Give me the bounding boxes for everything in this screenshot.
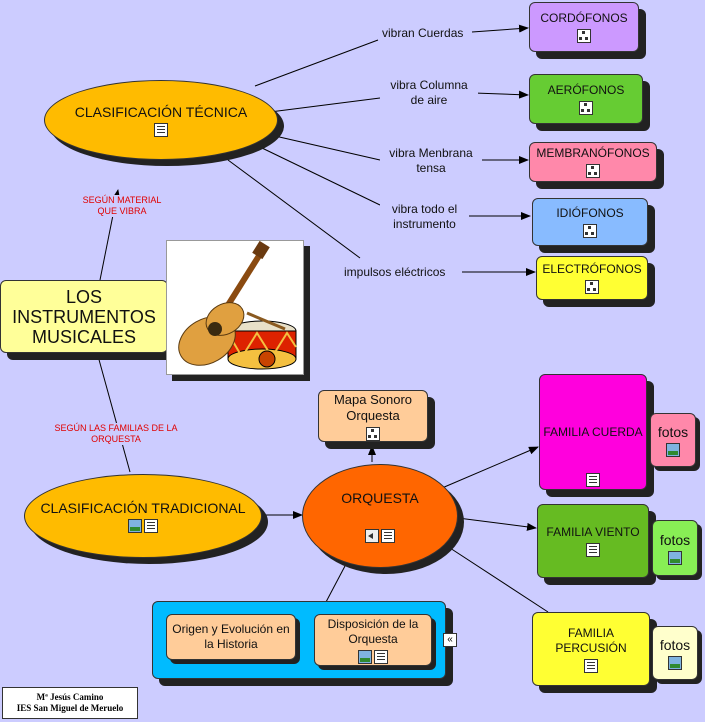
link-label-cuerdas: vibran Cuerdas bbox=[380, 26, 466, 41]
electrofonos-node[interactable]: ELECTRÓFONOS bbox=[536, 256, 648, 300]
familia-viento-label: FAMILIA VIENTO bbox=[546, 525, 640, 539]
familia-viento-node[interactable]: FAMILIA VIENTO bbox=[537, 504, 649, 578]
main-title-text: LOS INSTRUMENTOS MUSICALES bbox=[12, 286, 156, 347]
link-label-columna: vibra Columna de aire bbox=[380, 78, 478, 108]
concept-map-icon[interactable] bbox=[577, 29, 591, 43]
familia-cuerda-fotos-node[interactable]: fotos bbox=[650, 413, 696, 467]
sound-icon[interactable] bbox=[365, 528, 379, 543]
document-icon[interactable] bbox=[381, 528, 395, 543]
guitar-icon bbox=[178, 240, 270, 366]
document-icon[interactable] bbox=[586, 473, 600, 487]
membranofonos-node[interactable]: MEMBRANÓFONOS bbox=[529, 142, 657, 182]
concept-map-icon[interactable] bbox=[579, 101, 593, 115]
link-label-todo: vibra todo el instrumento bbox=[380, 202, 469, 232]
disposicion-node[interactable]: Disposición de la Orquesta bbox=[314, 614, 432, 666]
link-label-familias: SEGÚN LAS FAMILIAS DE LA ORQUESTA bbox=[44, 423, 188, 445]
clasificacion-tradicional-node[interactable]: CLASIFICACIÓN TRADICIONAL bbox=[24, 474, 262, 558]
cordofonos-node[interactable]: CORDÓFONOS bbox=[529, 2, 639, 52]
electrofonos-label: ELECTRÓFONOS bbox=[542, 262, 642, 276]
concept-map-icon[interactable] bbox=[583, 224, 597, 238]
image-icon[interactable] bbox=[668, 655, 682, 670]
main-title-node[interactable]: LOS INSTRUMENTOS MUSICALES bbox=[0, 280, 168, 353]
image-icon[interactable] bbox=[666, 442, 680, 457]
aerofonos-node[interactable]: AERÓFONOS bbox=[529, 74, 643, 124]
document-icon[interactable] bbox=[144, 518, 158, 533]
guitar-drum-image bbox=[178, 240, 297, 370]
link-label-membrana: vibra Menbrana tensa bbox=[380, 146, 482, 176]
credit-author: Mª Jesús Camino bbox=[36, 692, 104, 702]
concept-map-icon[interactable] bbox=[586, 164, 600, 178]
clasificacion-tecnica-label: CLASIFICACIÓN TÉCNICA bbox=[74, 103, 248, 120]
author-credit: Mª Jesús Camino IES San Miguel de Meruel… bbox=[2, 687, 138, 719]
membranofonos-label: MEMBRANÓFONOS bbox=[536, 146, 650, 160]
credit-school: IES San Miguel de Meruelo bbox=[16, 703, 124, 713]
image-icon[interactable] bbox=[128, 518, 142, 533]
image-icon[interactable] bbox=[358, 649, 372, 664]
orquesta-node[interactable]: ORQUESTA bbox=[302, 464, 458, 568]
idiofonos-label: IDIÓFONOS bbox=[556, 206, 624, 220]
origen-label: Origen y Evolución en la Historia bbox=[172, 622, 290, 651]
orquesta-label: ORQUESTA bbox=[341, 489, 419, 506]
familia-cuerda-label: FAMILIA CUERDA bbox=[543, 424, 643, 439]
link-label-material: SEGÚN MATERIAL QUE VIBRA bbox=[75, 195, 169, 217]
idiofonos-node[interactable]: IDIÓFONOS bbox=[532, 198, 648, 246]
clasificacion-tecnica-node[interactable]: CLASIFICACIÓN TÉCNICA bbox=[44, 80, 278, 160]
fotos-label: fotos bbox=[659, 531, 691, 548]
familia-percusion-fotos-node[interactable]: fotos bbox=[652, 626, 698, 680]
disposicion-label: Disposición de la Orquesta bbox=[327, 616, 419, 646]
document-icon[interactable] bbox=[154, 122, 168, 137]
familia-percusion-node[interactable]: FAMILIA PERCUSIÓN bbox=[532, 612, 650, 686]
aerofonos-label: AERÓFONOS bbox=[547, 83, 625, 97]
fotos-label: fotos bbox=[659, 636, 691, 653]
mapa-sonoro-label: Mapa Sonoro Orquesta bbox=[333, 391, 413, 423]
origen-node[interactable]: Origen y Evolución en la Historia bbox=[166, 614, 296, 660]
clasificacion-tradicional-label: CLASIFICACIÓN TRADICIONAL bbox=[40, 499, 246, 516]
instruments-illustration bbox=[166, 240, 304, 375]
fotos-label: fotos bbox=[657, 423, 689, 440]
concept-map-icon[interactable] bbox=[585, 280, 599, 294]
document-icon[interactable] bbox=[586, 543, 600, 557]
image-icon[interactable] bbox=[668, 550, 682, 565]
drum-icon bbox=[227, 311, 297, 370]
concept-map-icon[interactable] bbox=[366, 426, 380, 441]
familia-percusion-label: FAMILIA PERCUSIÓN bbox=[555, 625, 627, 655]
document-icon[interactable] bbox=[374, 649, 388, 664]
collapse-icon[interactable]: « bbox=[443, 633, 457, 647]
cordofonos-label: CORDÓFONOS bbox=[540, 11, 628, 25]
familia-viento-fotos-node[interactable]: fotos bbox=[652, 520, 698, 576]
familia-cuerda-node[interactable]: FAMILIA CUERDA bbox=[539, 374, 647, 490]
document-icon[interactable] bbox=[584, 658, 598, 673]
link-main-tradicional bbox=[97, 355, 131, 473]
link-label-electricos: impulsos eléctricos bbox=[342, 265, 448, 280]
mapa-sonoro-node[interactable]: Mapa Sonoro Orquesta bbox=[318, 390, 428, 442]
